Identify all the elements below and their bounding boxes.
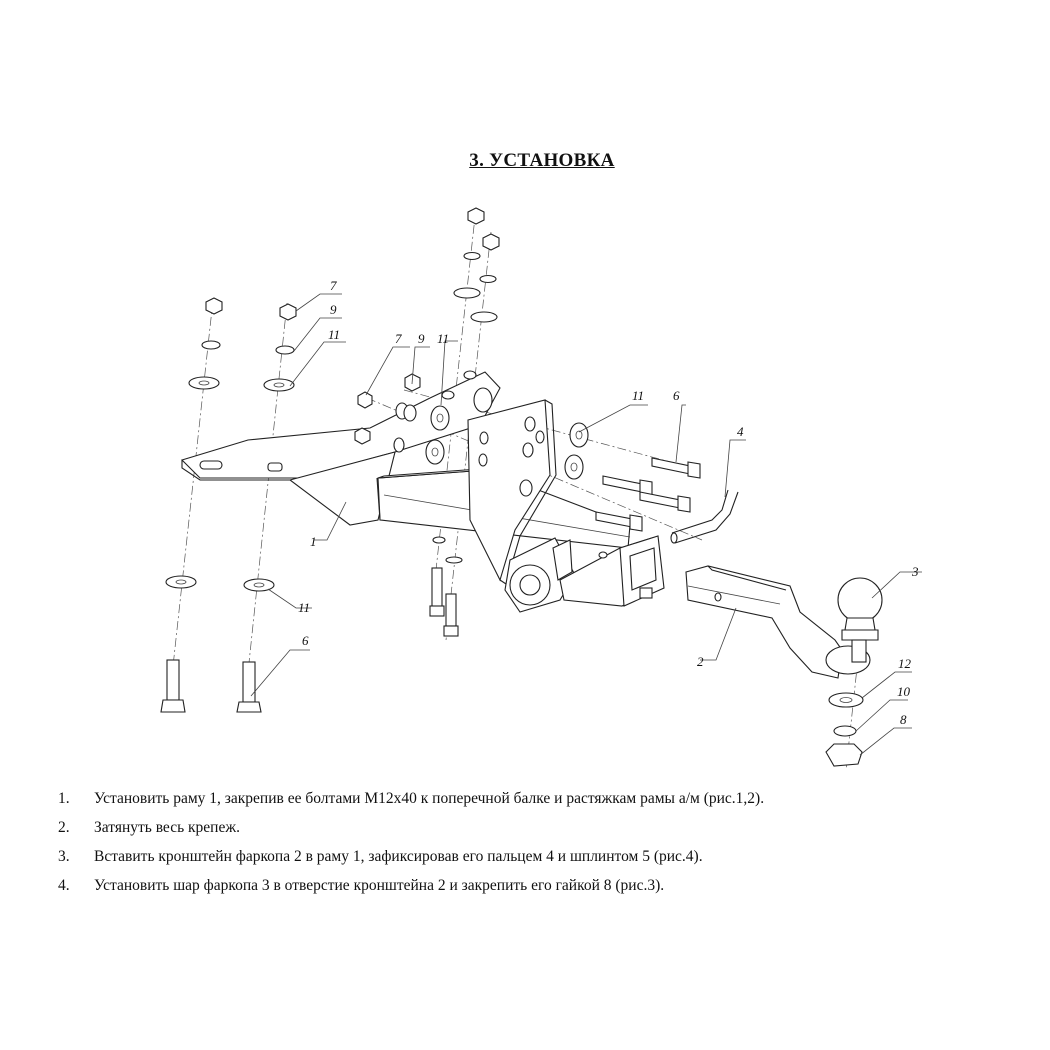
callout-6-right: 6 [673, 388, 680, 403]
step-number: 2. [58, 819, 70, 836]
bottom-bolts [160, 536, 463, 713]
frame-1-plate [180, 370, 501, 526]
step-text: Установить раму 1, закрепив ее болтами М… [94, 790, 765, 807]
leader-lines [250, 293, 922, 756]
top-stack-hardware [453, 207, 500, 323]
step-text: Вставить кронштейн фаркопа 2 в раму 1, з… [94, 848, 703, 865]
step-3: 3. Вставить кронштейн фаркопа 2 в раму 1… [58, 842, 1018, 871]
callout-2: 2 [697, 654, 704, 669]
callout-8: 8 [900, 712, 907, 727]
socket-plate [504, 537, 576, 613]
callout-7-center: 7 [395, 331, 402, 346]
callout-12: 12 [898, 656, 912, 671]
bracket-hardware [354, 373, 589, 480]
step-4: 4. Установить шар фаркопа 3 в отверстие … [58, 871, 1018, 900]
callout-10: 10 [897, 684, 911, 699]
callout-11-bottom: 11 [298, 600, 310, 615]
callout-9-left: 9 [330, 302, 337, 317]
step-1: 1. Установить раму 1, закрепив ее болтам… [58, 784, 1018, 813]
left-stack-hardware [165, 297, 297, 592]
callout-11-right: 11 [632, 388, 644, 403]
step-number: 4. [58, 877, 70, 894]
tow-hitch-exploded-drawing: 7 9 11 7 9 11 11 6 4 1 2 3 11 6 12 10 8 [160, 207, 922, 771]
pin-4 [670, 489, 739, 544]
callout-4: 4 [737, 424, 744, 439]
frame-1-side-bracket [467, 399, 557, 585]
step-number: 1. [58, 790, 70, 807]
callout-11-left: 11 [328, 327, 340, 342]
callout-7-left: 7 [330, 278, 337, 293]
page-title: 3. УСТАНОВКА [469, 150, 615, 171]
receiver-box [559, 535, 665, 607]
ball-3-assembly [825, 577, 883, 767]
step-text: Установить шар фаркопа 3 в отверстие кро… [94, 877, 665, 894]
callout-6-bottom: 6 [302, 633, 309, 648]
step-2: 2. Затянуть весь крепеж. [58, 813, 1018, 842]
callout-3: 3 [911, 564, 919, 579]
bolts-6-horizontal [595, 457, 701, 532]
callout-1: 1 [310, 534, 317, 549]
installation-steps: 1. Установить раму 1, закрепив ее болтам… [58, 784, 1018, 900]
step-number: 3. [58, 848, 70, 865]
drawbar-2 [685, 565, 871, 679]
step-text: Затянуть весь крепеж. [94, 819, 240, 836]
callout-labels: 7 9 11 7 9 11 11 6 4 1 2 3 11 6 12 10 8 [298, 278, 919, 727]
callout-11-center: 11 [437, 331, 449, 346]
callout-9-center: 9 [418, 331, 425, 346]
